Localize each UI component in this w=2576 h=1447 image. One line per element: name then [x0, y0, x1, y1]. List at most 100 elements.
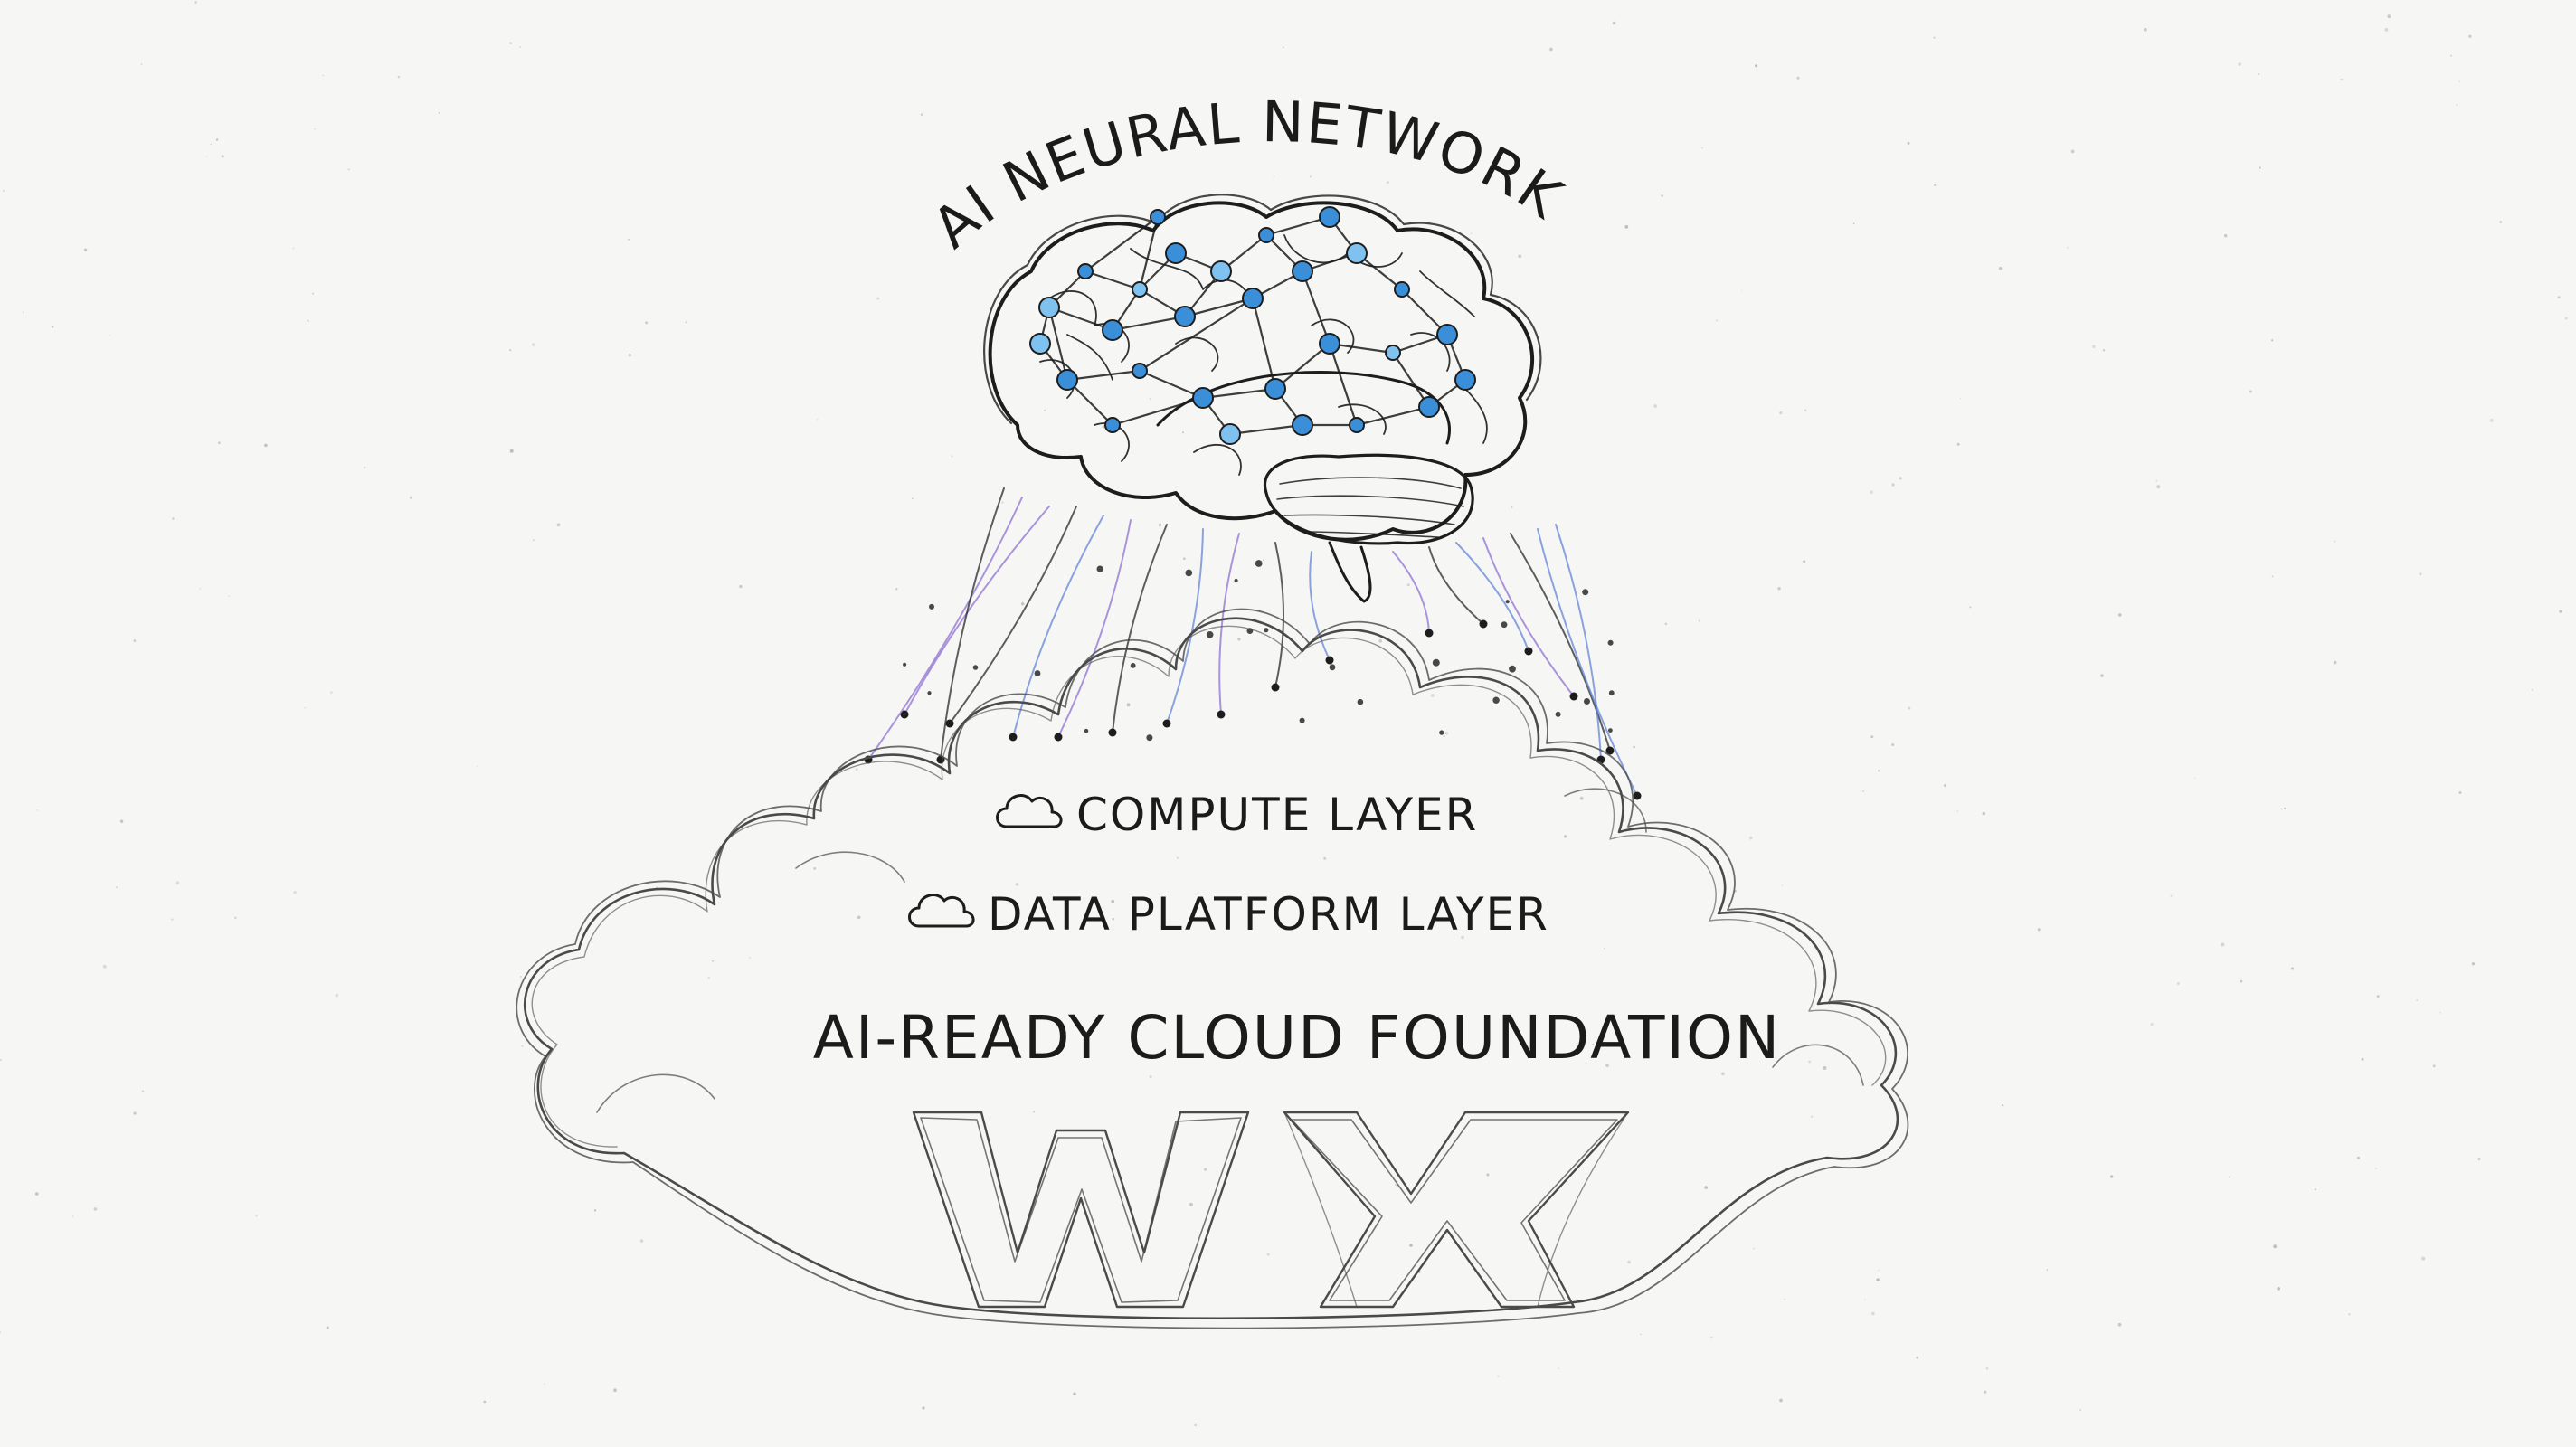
paper-speck — [2468, 34, 2472, 38]
paper-speck — [531, 343, 535, 346]
paper-speck — [1158, 523, 1162, 527]
paper-speck — [2037, 928, 2041, 932]
network-node — [1292, 260, 1313, 282]
paper-speck — [1796, 76, 1800, 80]
paper-speck — [2439, 1011, 2441, 1014]
paper-speck — [509, 42, 512, 44]
paper-speck — [1871, 1311, 1875, 1316]
paper-speck — [2532, 688, 2534, 691]
data-stream — [904, 506, 1050, 715]
data-stream — [1218, 533, 1240, 715]
stream-dot — [1492, 696, 1500, 704]
layer-data-platform: DATA PLATFORM LAYER — [908, 888, 1548, 941]
paper-speck — [175, 881, 180, 885]
network-edge — [1047, 307, 1069, 381]
stream-dot — [1479, 619, 1488, 629]
paper-speck — [911, 497, 914, 500]
paper-speck — [519, 46, 521, 48]
paper-speck — [813, 867, 817, 870]
network-node — [1029, 333, 1051, 355]
stream-dot — [1299, 717, 1305, 724]
paper-speck — [2334, 540, 2336, 543]
data-stream — [940, 487, 1005, 761]
paper-speck — [102, 964, 107, 969]
paper-speck — [1604, 948, 1605, 950]
paper-speck — [1956, 442, 1960, 446]
paper-speck — [2557, 296, 2561, 299]
paper-speck — [1907, 141, 1910, 145]
paper-speck — [2150, 1022, 2154, 1026]
paper-speck — [2456, 104, 2458, 107]
paper-speck — [1779, 411, 1783, 415]
stream-dot — [1509, 665, 1516, 673]
paper-speck — [1908, 706, 1911, 710]
network-node — [1165, 242, 1187, 264]
paper-speck — [330, 691, 333, 694]
paper-speck — [2177, 982, 2180, 985]
data-stream — [1166, 528, 1204, 724]
paper-speck — [2471, 962, 2476, 966]
stream-dot — [1034, 670, 1041, 676]
paper-speck — [1534, 911, 1536, 913]
stream-dot — [945, 719, 954, 728]
network-node — [1319, 206, 1340, 228]
stream-dot — [1605, 746, 1615, 755]
paper-speck — [1149, 398, 1151, 400]
paper-speck — [1984, 1390, 1987, 1394]
network-edge — [1356, 405, 1430, 427]
paper-speck — [292, 247, 295, 250]
paper-speck — [1073, 1392, 1076, 1395]
paper-speck — [71, 1215, 74, 1217]
stream-dot — [1432, 658, 1440, 667]
paper-speck — [1653, 404, 1658, 409]
paper-speck — [477, 766, 478, 768]
stream-dot — [1084, 728, 1089, 733]
paper-speck — [34, 1192, 39, 1196]
network-node — [1210, 260, 1232, 282]
paper-speck — [363, 466, 366, 469]
stream-dot — [1505, 600, 1510, 604]
paper-speck — [1982, 811, 1986, 816]
layer-compute: COMPUTE LAYER — [996, 789, 1476, 841]
paper-speck — [857, 915, 861, 920]
paper-speck — [1803, 560, 1806, 563]
stream-dot — [900, 710, 909, 719]
paper-speck — [51, 326, 54, 328]
paper-speck — [1985, 1367, 1989, 1370]
paper-speck — [2290, 967, 2295, 970]
data-stream — [1455, 542, 1530, 652]
network-edge — [1084, 216, 1159, 272]
paper-speck — [1709, 1336, 1713, 1339]
stream-dot — [903, 662, 907, 667]
network-node — [1038, 297, 1060, 318]
data-stream — [1537, 528, 1638, 797]
paper-speck — [1044, 409, 1046, 411]
paper-speck — [1177, 856, 1179, 859]
network-node — [1292, 414, 1313, 436]
network-edge — [1138, 216, 1160, 290]
paper-speck — [2067, 247, 2069, 249]
paper-speck — [311, 292, 315, 295]
stream-dot — [1584, 698, 1590, 705]
paper-speck — [2384, 28, 2389, 32]
paper-speck — [1149, 1075, 1152, 1079]
paper-speck — [2314, 1188, 2316, 1191]
paper-speck — [1194, 1423, 1197, 1427]
stream-dot — [1130, 663, 1136, 668]
paper-speck — [93, 1207, 98, 1211]
paper-speck — [1394, 1183, 1397, 1187]
paper-speck — [2, 189, 5, 193]
network-node — [1258, 227, 1274, 243]
network-node — [1132, 363, 1148, 379]
stream-dot — [972, 665, 979, 670]
stream-dot — [1569, 692, 1578, 701]
paper-speck — [2284, 807, 2287, 810]
stream-dot — [1185, 569, 1193, 577]
network-node — [1264, 378, 1286, 400]
paper-speck — [556, 523, 561, 527]
paper-speck — [1823, 1065, 1827, 1070]
stream-dot — [1108, 728, 1117, 737]
paper-speck — [2333, 660, 2337, 665]
